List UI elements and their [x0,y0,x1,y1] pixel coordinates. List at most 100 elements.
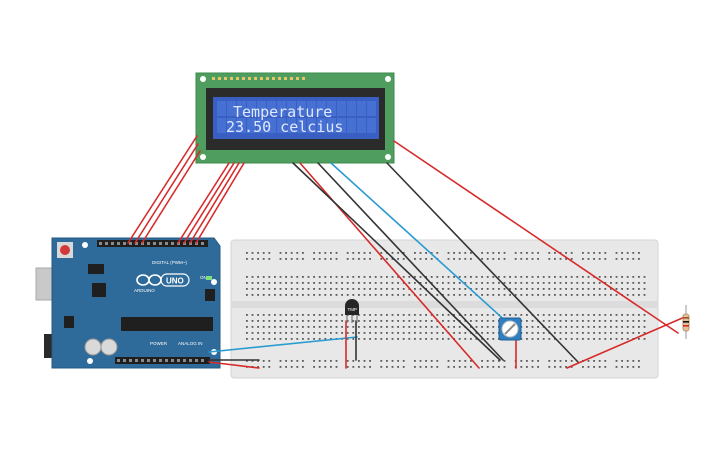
breadboard-hole [318,294,321,296]
breadboard-hole [374,332,377,334]
breadboard-hole [492,326,495,328]
breadboard-hole [570,282,573,284]
wire-red[interactable] [127,135,198,244]
wires[interactable] [127,135,688,369]
breadboard-hole [531,326,534,328]
breadboard-hole [251,338,254,340]
breadboard-hole [246,288,248,290]
breadboard-hole [520,252,523,254]
reset-button[interactable] [60,245,70,255]
wire-blue[interactable] [208,336,358,353]
breadboard-hole [363,276,366,278]
potentiometer-knob[interactable] [504,323,516,335]
lcd-cell [247,118,256,133]
breadboard-hole [313,332,315,334]
breadboard-hole [643,338,646,340]
breadboard-hole [296,276,299,278]
resistor[interactable] [682,305,690,339]
breadboard-hole [531,366,534,368]
breadboard-hole [307,326,310,328]
breadboard-hole [402,320,405,322]
temperature-sensor[interactable]: TMP [345,299,359,323]
breadboard-hole [380,282,383,284]
breadboard-hole [526,252,528,254]
breadboard-hole [520,360,523,362]
breadboard-hole [313,288,315,290]
breadboard-hole [369,276,371,278]
breadboard-hole [419,366,422,368]
breadboard-hole [246,252,248,254]
breadboard-hole [380,366,383,368]
wire-red[interactable] [134,143,199,244]
breadboard-hole [380,252,383,254]
breadboard-hole [503,258,506,260]
lcd-display[interactable]: Temperature 23.50 celcius [195,72,395,164]
arduino-uno-board[interactable]: DIGITAL (PWM~) POWER ANALOG IN ON UNO AR… [35,237,221,369]
breadboard-hole [380,332,383,334]
breadboard-hole [397,360,399,362]
breadboard-hole [615,294,618,296]
breadboard-hole [492,252,495,254]
breadboard-hole [638,360,640,362]
breadboard-hole [576,294,579,296]
breadboard-hole [363,360,366,362]
breadboard-hole [296,282,299,284]
wire-red[interactable] [183,162,235,244]
breadboard-hole [610,326,612,328]
breadboard-hole [643,282,646,284]
wire-black[interactable] [317,162,504,361]
breadboard-hole [565,294,567,296]
lcd-line-1: Temperature [233,103,332,121]
potentiometer[interactable] [498,317,522,341]
breadboard-hole [464,258,467,260]
wire-black[interactable] [292,162,501,361]
breadboard-hole [419,276,422,278]
breadboard-hole [414,332,416,334]
breadboard-hole [369,288,371,290]
breadboard-hole [257,276,259,278]
breadboard-hole [576,276,579,278]
breadboard-hole [509,288,511,290]
arduino-label: ARDUINO [134,288,155,293]
mount-hole [200,76,206,82]
wire-black[interactable] [386,162,579,363]
breadboard-hole [526,338,528,340]
breadboard-hole [464,366,467,368]
breadboard-hole [425,360,427,362]
wire-red[interactable] [208,361,260,369]
breadboard-hole [430,326,433,328]
wire-red[interactable] [566,315,688,369]
breadboard-hole [251,314,254,316]
wire-red[interactable] [141,150,201,244]
breadboard-hole [542,294,545,296]
breadboard-hole [503,282,506,284]
breadboard-hole [302,276,304,278]
breadboard-hole [430,282,433,284]
wire-red[interactable] [189,162,240,244]
breadboard-hole [520,314,523,316]
breadboard-hole [526,326,528,328]
icsp-header [88,264,104,274]
wire-blue[interactable] [330,162,511,326]
breadboard-hole [615,252,618,254]
wire-red[interactable] [195,162,245,244]
wire-red[interactable] [177,162,230,244]
breadboard-hole [548,326,551,328]
breadboard-hole [632,288,635,290]
breadboard-hole [554,276,556,278]
breadboard-hole [358,288,360,290]
breadboard-hole [346,320,349,322]
breadboard-hole [374,320,377,322]
breadboard[interactable] [230,239,659,379]
header-pin [201,242,204,245]
breadboard-hole [436,338,439,340]
breadboard-hole [470,338,472,340]
header-pin [99,242,102,245]
breadboard-hole [302,252,304,254]
lcd-header-pins [212,77,305,80]
breadboard-hole [346,338,349,340]
breadboard-hole [470,320,472,322]
breadboard-hole [486,326,489,328]
wire-red[interactable] [393,140,679,334]
